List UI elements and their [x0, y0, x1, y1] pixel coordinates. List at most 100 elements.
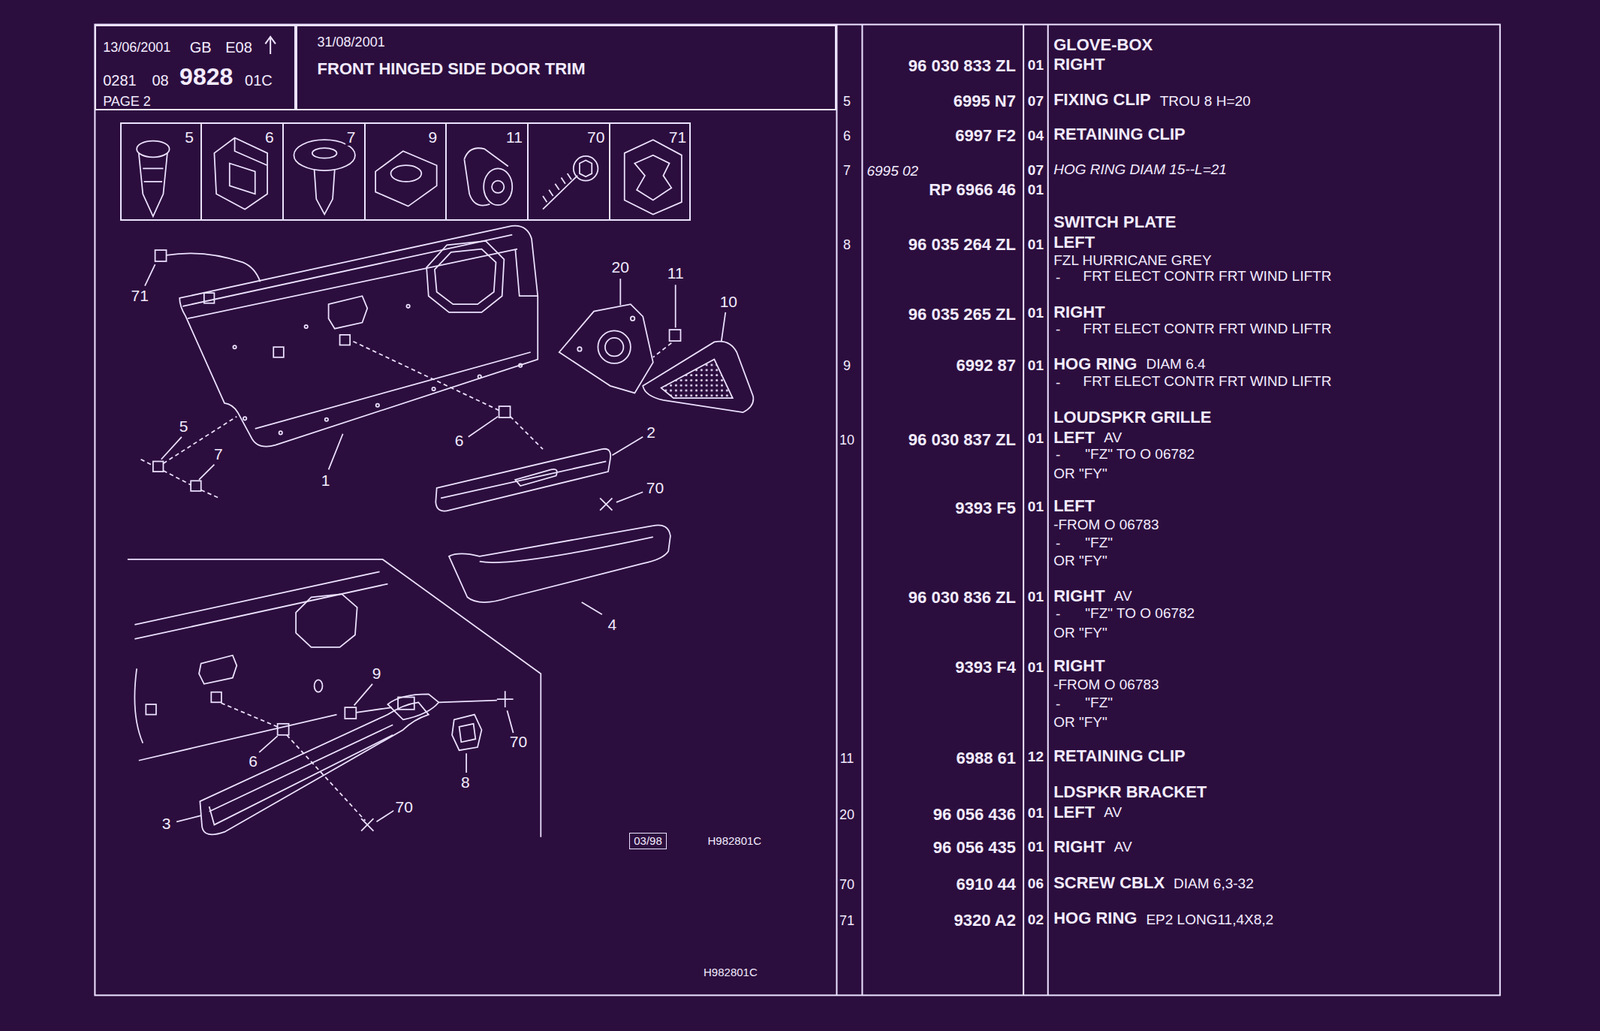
door-trim-drawing: [597, 330, 630, 364]
part-number: 9393 F5: [953, 499, 1018, 517]
description-heading: LEFT: [1051, 234, 1097, 252]
title-box-text: 31/08/2001: [316, 35, 387, 50]
quantity-cell: 01: [1026, 358, 1046, 374]
door-trim-drawing: [434, 249, 497, 305]
fastener-icons: [483, 168, 513, 205]
callout-number: 11: [665, 265, 686, 282]
door-trim-drawing: [328, 295, 368, 329]
description-heading: HOG RING: [1051, 355, 1139, 374]
quantity-cell: 07: [1026, 93, 1046, 109]
description-text: OR "FY": [1051, 714, 1109, 730]
callout-number: 10: [718, 293, 739, 311]
door-trim-drawing: [243, 416, 247, 420]
quantity-cell: 01: [1026, 589, 1046, 605]
fastener-icons: [136, 138, 682, 217]
description-text: "FZ" TO O 06782: [1083, 446, 1197, 462]
quantity-cell: 12: [1026, 749, 1046, 765]
reference-number: 10: [837, 432, 856, 447]
quantity-cell: 02: [1026, 912, 1046, 928]
callout-number: 70: [393, 798, 414, 816]
door-trim-drawing: [155, 250, 167, 262]
icon-cell-text: 9: [426, 129, 439, 146]
page-frame: [1022, 24, 1025, 996]
door-trim-drawing: [448, 524, 671, 603]
quantity-cell: 04: [1026, 128, 1046, 144]
door-trim-drawing: [161, 436, 215, 480]
header-box-text: 0281: [101, 72, 139, 88]
callout-number: 6: [247, 753, 260, 770]
door-trim-drawing: [277, 723, 290, 736]
door-trim-drawing: [199, 702, 428, 835]
icon-cell: 5: [120, 122, 202, 220]
description-text: -: [1054, 536, 1062, 552]
door-trim-drawing: [176, 815, 202, 822]
door-trim-drawing: [497, 690, 514, 733]
door-trim-drawing: [344, 707, 356, 719]
door-trim-drawing: [279, 430, 283, 434]
door-trim-drawing: [387, 693, 439, 720]
icon-cell: 7: [283, 122, 366, 220]
description-text: -: [1054, 322, 1062, 338]
header-box: 13/06/2001GBE08028108982801CPAGE 2: [94, 24, 296, 111]
icon-cell: 71: [610, 122, 691, 220]
callout-number: 9: [370, 665, 383, 682]
description-text: DIAM 6,3-32: [1172, 876, 1256, 892]
description-text: -FROM O 06783: [1051, 677, 1161, 693]
door-trim-drawing: [204, 292, 215, 304]
callout-number: 20: [610, 259, 631, 276]
header-box-text: 01C: [243, 72, 275, 88]
door-trim-drawing: [478, 374, 482, 378]
door-trim-drawing: [219, 702, 365, 821]
description-text: OR "FY": [1051, 554, 1109, 570]
description-text: FRT ELECT CONTR FRT WIND LIFTR: [1081, 373, 1334, 389]
drawing-code: H982801C: [705, 834, 763, 847]
door-trim-drawing: [153, 461, 164, 472]
part-number: 96 035 264 ZL: [906, 236, 1018, 254]
description-text: OR "FY": [1051, 625, 1109, 641]
header-box-text: 13/06/2001: [101, 40, 172, 55]
quantity-cell: 01: [1026, 805, 1046, 821]
title-box-text: FRONT HINGED SIDE DOOR TRIM: [316, 60, 588, 78]
description-text: FZL HURRICANE GREY: [1051, 253, 1213, 269]
door-trim-drawing: [406, 304, 410, 308]
quantity-cell: 01: [1026, 499, 1046, 515]
door-trim-drawing: [304, 325, 308, 329]
description-heading: RIGHT: [1051, 587, 1106, 605]
description-text: 6995 02: [864, 163, 920, 179]
door-trim-drawing: [426, 241, 504, 313]
callout-number: 70: [644, 479, 666, 497]
door-trim-drawing: [435, 448, 611, 512]
page-frame: [1047, 24, 1049, 996]
door-trim-drawing: [397, 696, 415, 709]
description-heading: LDSPKR BRACKET: [1051, 783, 1209, 801]
door-trim-drawing: [721, 312, 726, 341]
icon-cell: 11: [446, 122, 529, 220]
icon-cell-text: 71: [667, 129, 688, 146]
icon-cell: 9: [365, 122, 448, 220]
callout-number: 2: [644, 424, 657, 441]
description-heading: RIGHT: [1051, 657, 1106, 675]
reference-number: 7: [841, 163, 853, 178]
callout-number: 1: [319, 472, 332, 489]
door-trim-drawing: [674, 284, 677, 328]
quantity-cell: 01: [1026, 430, 1046, 446]
header-box-text: 08: [150, 72, 170, 88]
fastener-icons: [138, 153, 168, 217]
description-text: "FZ": [1083, 695, 1115, 711]
callout-number: 7: [212, 445, 225, 463]
door-trim-drawing: [144, 264, 156, 287]
quantity-cell: 06: [1026, 876, 1046, 892]
icon-cell-text: 6: [263, 129, 276, 146]
description-text: AV: [1112, 839, 1134, 855]
door-trim-drawing: [661, 359, 733, 399]
reference-number: 11: [838, 750, 856, 766]
fastener-icons: [542, 173, 578, 210]
reference-number: 8: [841, 238, 853, 253]
part-number: 6988 61: [954, 749, 1018, 767]
description-text: -: [1054, 270, 1062, 286]
header-box-text: E08: [223, 39, 254, 56]
fastener-icons: [624, 139, 682, 214]
description-text: HOG RING DIAM 15--L=21: [1051, 162, 1229, 178]
